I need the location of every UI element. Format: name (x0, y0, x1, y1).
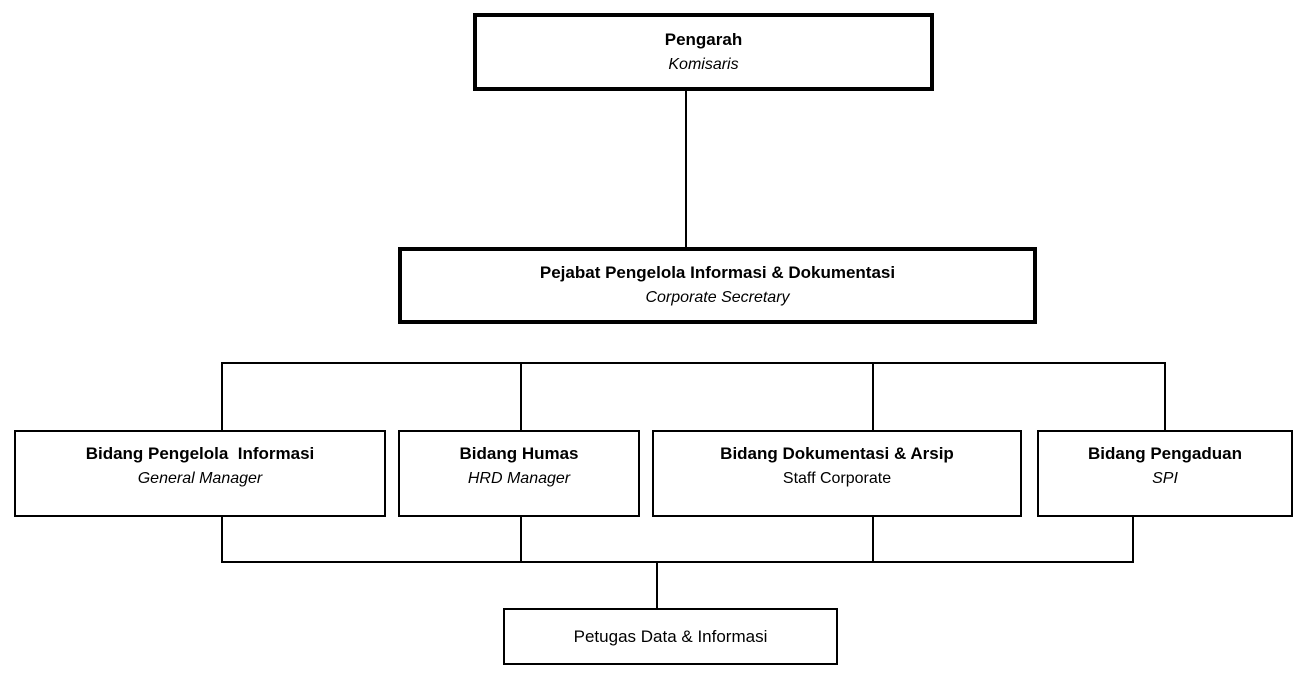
connector-bus-bottom (221, 561, 1134, 563)
org-node-bidang-pengaduan: Bidang Pengaduan SPI (1037, 430, 1293, 517)
org-node-ppid: Pejabat Pengelola Informasi & Dokumentas… (398, 247, 1037, 324)
org-node-subtitle: Komisaris (668, 56, 739, 73)
org-node-title: Bidang Pengaduan (1088, 444, 1242, 463)
connector-rise-pengaduan (1132, 517, 1134, 562)
org-node-bidang-dokumentasi-arsip: Bidang Dokumentasi & Arsip Staff Corpora… (652, 430, 1022, 517)
org-node-title: Bidang Dokumentasi & Arsip (720, 444, 954, 463)
org-node-subtitle: Staff Corporate (782, 470, 892, 487)
org-node-subtitle: Corporate Secretary (645, 289, 790, 306)
org-node-subtitle: General Manager (137, 470, 263, 487)
org-node-pengarah: Pengarah Komisaris (473, 13, 934, 91)
org-node-title: Petugas Data & Informasi (573, 626, 768, 646)
org-node-bidang-pengelola-informasi: Bidang Pengelola Informasi General Manag… (14, 430, 386, 517)
connector-rise-dok (872, 517, 874, 562)
org-node-title: Bidang Pengelola Informasi (85, 444, 315, 463)
org-node-title: Pejabat Pengelola Informasi & Dokumentas… (539, 263, 896, 282)
org-node-bidang-humas: Bidang Humas HRD Manager (398, 430, 640, 517)
connector-rise-humas (520, 517, 522, 562)
connector-drop-humas (520, 362, 522, 430)
org-node-petugas-data-informasi: Petugas Data & Informasi (503, 608, 838, 665)
org-node-title: Pengarah (664, 30, 743, 49)
connector-drop-petugas (656, 561, 658, 608)
org-node-subtitle: HRD Manager (467, 470, 571, 487)
connector-drop-pengaduan (1164, 362, 1166, 430)
connector-drop-dok (872, 362, 874, 430)
connector-drop-bpi (221, 362, 223, 430)
connector-bus-top (221, 362, 1166, 364)
connector-root-to-ppid (685, 91, 687, 247)
org-node-subtitle: SPI (1152, 470, 1178, 487)
org-node-title: Bidang Humas (459, 444, 579, 463)
connector-rise-bpi (221, 517, 223, 562)
